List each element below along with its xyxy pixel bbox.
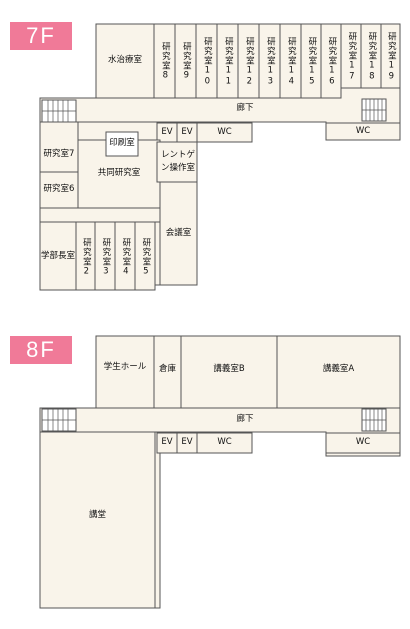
elevator-2-8f: EV (181, 437, 193, 448)
elevator-1-7f: EV (161, 126, 173, 137)
restroom-left-8f: WC (217, 437, 232, 448)
room-lecture-b: 講義室B (213, 364, 245, 375)
stairs-left-7f (41, 99, 77, 123)
room-lab-17: 研究室17 (346, 31, 357, 83)
room-lab-15: 研究室15 (306, 36, 317, 88)
room-meeting: 会議室 (165, 228, 192, 239)
stairs-right-8f (361, 408, 387, 432)
room-lab-16: 研究室16 (326, 36, 337, 88)
restroom-left-7f: WC (217, 126, 232, 137)
floor-badge-8f: 8F (10, 336, 72, 364)
corridor-7f: 廊下 (236, 103, 254, 114)
room-storage: 倉庫 (158, 364, 176, 375)
room-lab-5: 研究室5 (140, 238, 151, 278)
room-lab-6: 研究室6 (43, 184, 75, 195)
room-lab-8: 研究室8 (160, 42, 171, 82)
stairs-right-7f (361, 98, 387, 122)
restroom-right-7f: WC (355, 125, 371, 136)
room-xray-control: レントゲン操作室 (160, 150, 195, 173)
room-lab-3: 研究室3 (100, 238, 111, 278)
room-lecture-a: 講義室A (322, 364, 355, 375)
room-shared-lab: 共同研究室 (97, 168, 141, 179)
room-lab-19: 研究室19 (386, 31, 397, 83)
room-lab-4: 研究室4 (120, 238, 131, 278)
room-lab-13: 研究室13 (265, 36, 276, 88)
floor-badge-7f: 7F (10, 22, 72, 50)
room-student-hall: 学生ホール (103, 362, 147, 373)
room-hydrotherapy: 水治療室 (107, 55, 142, 66)
room-lab-9: 研究室9 (181, 42, 192, 82)
room-printing: 印刷室 (109, 138, 135, 149)
room-auditorium: 講堂 (88, 510, 106, 521)
room-lab-2: 研究室2 (81, 238, 92, 278)
elevator-1-8f: EV (161, 437, 173, 448)
room-lab-11: 研究室11 (223, 36, 234, 88)
room-lab-7: 研究室7 (43, 149, 75, 160)
elevator-2-7f: EV (181, 126, 193, 137)
stairs-left-8f (41, 408, 77, 432)
restroom-right-8f: WC (355, 437, 371, 448)
room-lab-18: 研究室18 (366, 31, 377, 83)
room-lab-12: 研究室12 (244, 36, 255, 88)
corridor-8f: 廊下 (236, 414, 254, 425)
room-lab-10: 研究室10 (202, 36, 213, 88)
room-lab-14: 研究室14 (286, 36, 297, 88)
room-dean: 学部長室 (40, 251, 75, 262)
